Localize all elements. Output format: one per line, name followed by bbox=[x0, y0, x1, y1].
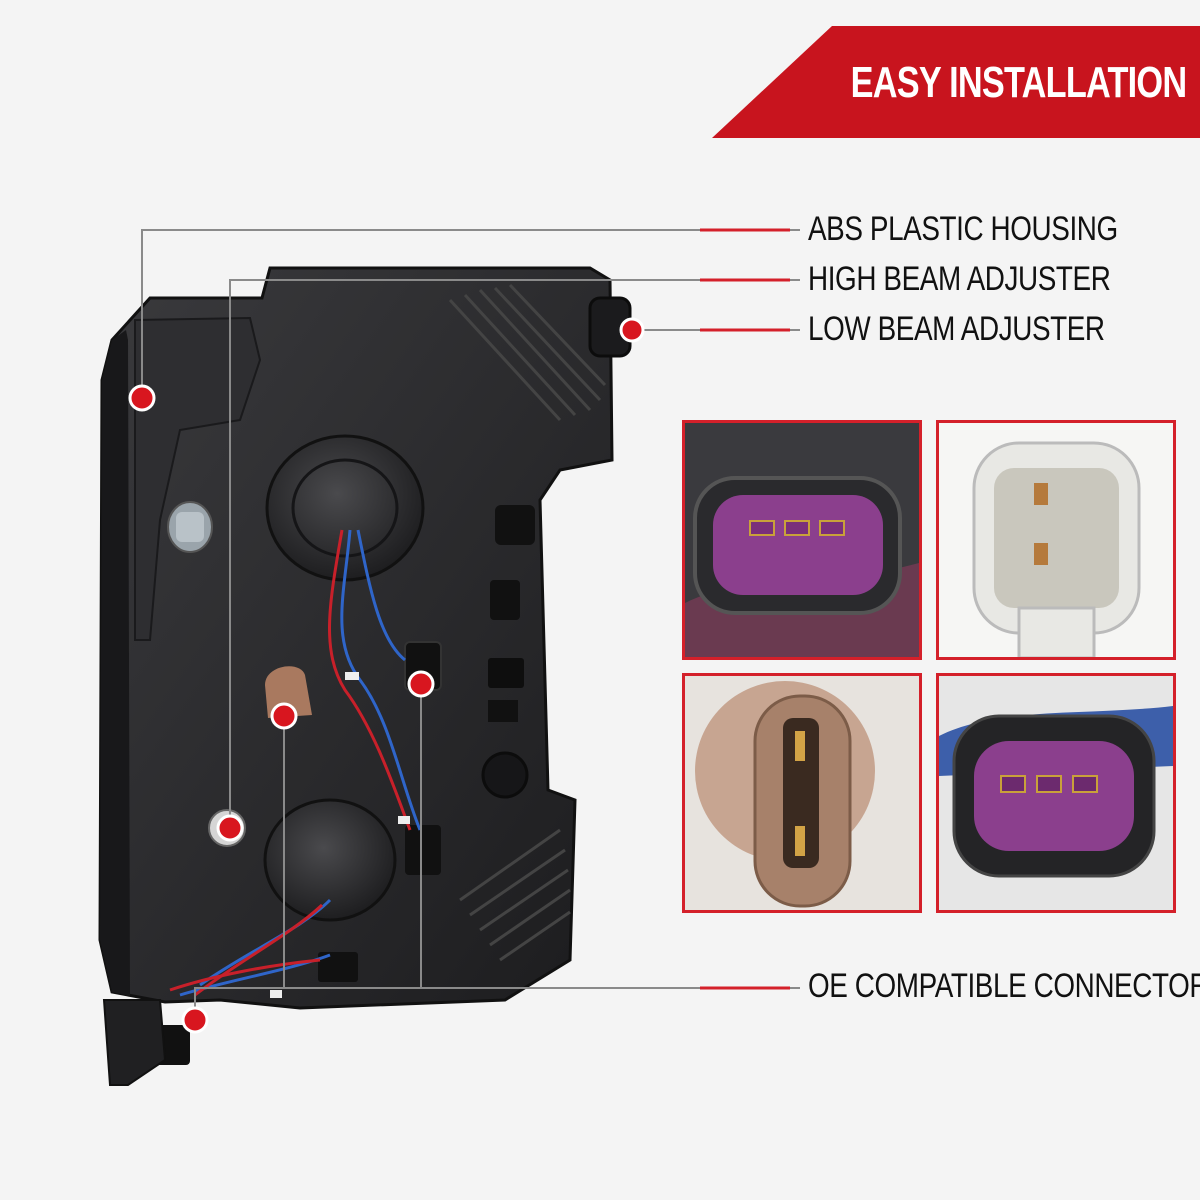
purple-3-pin-harness-connector-photo bbox=[936, 673, 1176, 913]
callout-high-beam-adjuster: HIGH BEAM ADJUSTER bbox=[808, 260, 1111, 298]
callout-abs-plastic-housing: ABS PLASTIC HOUSING bbox=[808, 210, 1118, 248]
purple-3-pin-connector-photo bbox=[682, 420, 922, 660]
callout-oe-compatible-connectors: OE COMPATIBLE CONNECTORS bbox=[808, 967, 1200, 1005]
easy-installation-banner bbox=[712, 26, 1200, 138]
white-2-pin-connector-photo bbox=[936, 420, 1176, 660]
marker-dots bbox=[128, 317, 645, 1034]
tan-socket-connector-photo bbox=[682, 673, 922, 913]
callout-low-beam-adjuster: LOW BEAM ADJUSTER bbox=[808, 310, 1105, 348]
banner-title: EASY INSTALLATION bbox=[850, 58, 1186, 107]
